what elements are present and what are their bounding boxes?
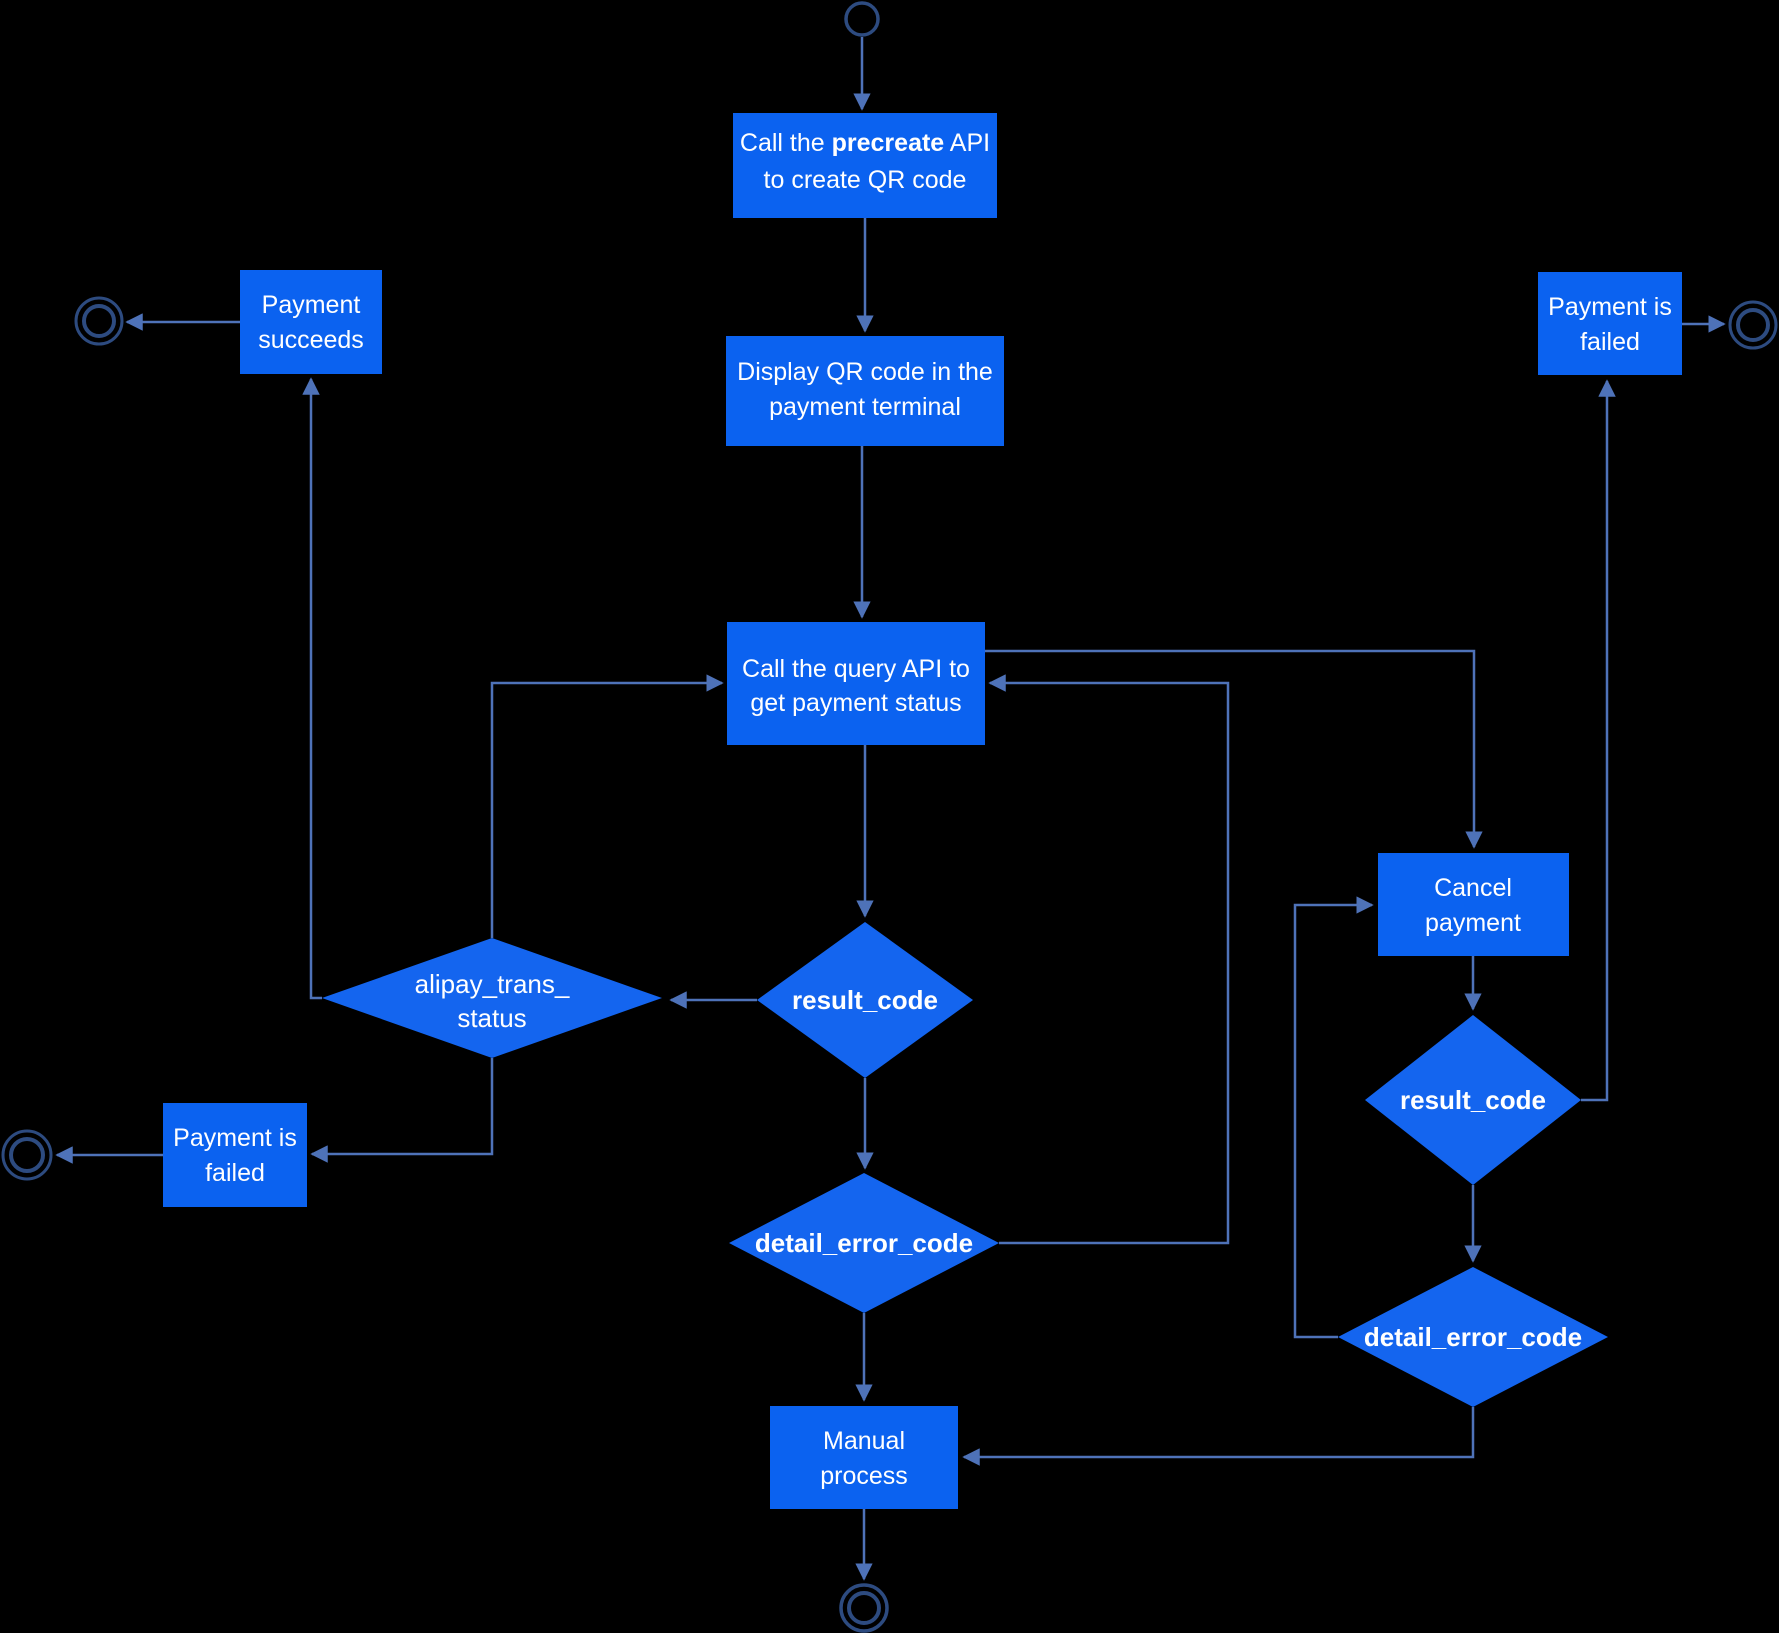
edge-detail-error-right-to-manual-process [962, 1407, 1475, 1466]
payment-failed-left-label-line1: Payment is [173, 1124, 297, 1152]
end-node-after-success [74, 296, 124, 346]
display-qr-label-line2: payment terminal [769, 393, 961, 421]
manual-process-label-line2: process [820, 1462, 908, 1490]
payment-succeeds-label-line2: succeeds [258, 326, 364, 354]
decision-detail-error-code-right: detail_error_code [1338, 1267, 1608, 1407]
payment-failed-right-label-line2: failed [1580, 328, 1640, 356]
edge-alipay-trans-status-to-payment-succeeds [302, 377, 322, 1000]
alipay-trans-status-label-line1: alipay_trans_ [415, 969, 570, 999]
activity-cancel-payment: Cancel payment [1378, 853, 1569, 956]
edge-result-code-right-to-payment-failed [1581, 379, 1616, 1102]
precreate-label-line2: to create QR code [764, 166, 967, 194]
decision-detail-error-code-main: detail_error_code [729, 1173, 999, 1313]
svg-text:Call the precreate API: Call the precreate API [740, 129, 990, 157]
end-node-after-failed-left [1, 1129, 53, 1181]
alipay-trans-status-label-line2: status [457, 1003, 526, 1033]
activity-manual-process: Manual process [770, 1406, 958, 1509]
edge-alipay-trans-status-loop-to-query [490, 674, 724, 938]
decision-result-code-right: result_code [1365, 1015, 1581, 1185]
cancel-payment-label-line2: payment [1425, 909, 1521, 937]
edge-detail-error-right-loop-to-cancel [1293, 896, 1374, 1339]
activity-payment-failed-right: Payment is failed [1538, 272, 1682, 375]
activity-display-qr: Display QR code in the payment terminal [726, 336, 1004, 446]
payment-succeeds-label-line1: Payment [262, 291, 361, 319]
edge-alipay-trans-status-to-payment-failed [310, 1058, 494, 1163]
precreate-label-bold: precreate [832, 129, 945, 157]
payment-failed-right-label-line1: Payment is [1548, 293, 1672, 321]
detail-error-code-right-label: detail_error_code [1364, 1322, 1582, 1352]
activity-query: Call the query API to get payment status [727, 622, 985, 745]
query-label-line1: Call the query API to [742, 655, 970, 683]
end-node-after-failed-right [1728, 300, 1778, 350]
decision-alipay-trans-status: alipay_trans_ status [322, 938, 662, 1058]
activity-precreate: Call the precreate API to create QR code [733, 113, 997, 218]
precreate-label-post: API [944, 129, 990, 157]
edge-query-to-cancel-payment [985, 649, 1483, 849]
cancel-payment-label-line1: Cancel [1434, 874, 1512, 902]
manual-process-label-line1: Manual [823, 1427, 905, 1455]
display-qr-label-line1: Display QR code in the [737, 358, 993, 386]
edge-detail-error-loop-to-query [988, 674, 1230, 1245]
activity-payment-failed-left: Payment is failed [163, 1103, 307, 1207]
result-code-main-label: result_code [792, 985, 938, 1015]
result-code-right-label: result_code [1400, 1085, 1546, 1115]
precreate-label-pre: Call the [740, 129, 832, 157]
activity-payment-succeeds: Payment succeeds [240, 270, 382, 374]
query-label-line2: get payment status [750, 689, 961, 717]
end-node-after-manual [839, 1583, 889, 1633]
detail-error-code-main-label: detail_error_code [755, 1228, 973, 1258]
decision-result-code-main: result_code [757, 922, 973, 1078]
start-node [844, 1, 880, 37]
payment-failed-left-label-line2: failed [205, 1159, 265, 1187]
